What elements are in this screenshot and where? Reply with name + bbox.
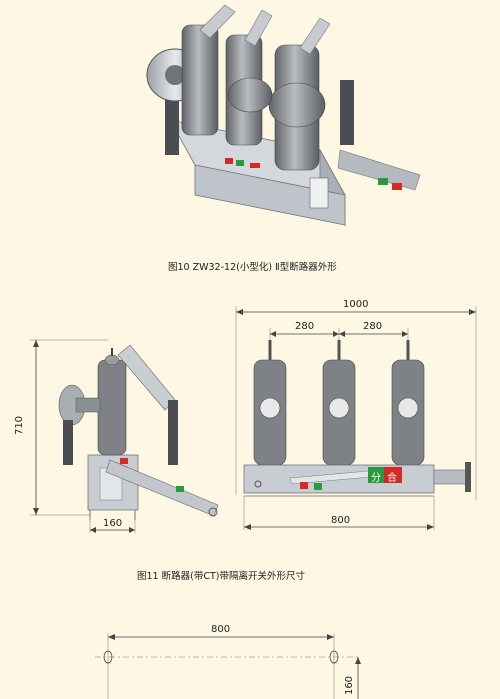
indicator-close-text: 合 — [387, 473, 397, 484]
front-spacing-right-label: 280 — [363, 321, 383, 332]
front-overall-width-label: 1000 — [343, 299, 369, 310]
figure11-caption: 图11 断路器(带CT)带隔离开关外形尺寸 — [137, 571, 305, 582]
figure10-caption: 图10 ZW32-12(小型化) Ⅱ型断路器外形 — [168, 262, 337, 273]
fig12-depth-label: 160 — [344, 675, 356, 696]
figure10-illustration — [130, 0, 430, 245]
side-height-label: 710 — [14, 415, 26, 436]
indicator-open-text: 分 — [371, 473, 381, 484]
front-spacing-left-label: 280 — [295, 321, 315, 332]
fig12-width-label: 800 — [211, 624, 231, 635]
side-width-label: 160 — [103, 518, 123, 529]
front-base-width-label: 800 — [331, 515, 351, 526]
